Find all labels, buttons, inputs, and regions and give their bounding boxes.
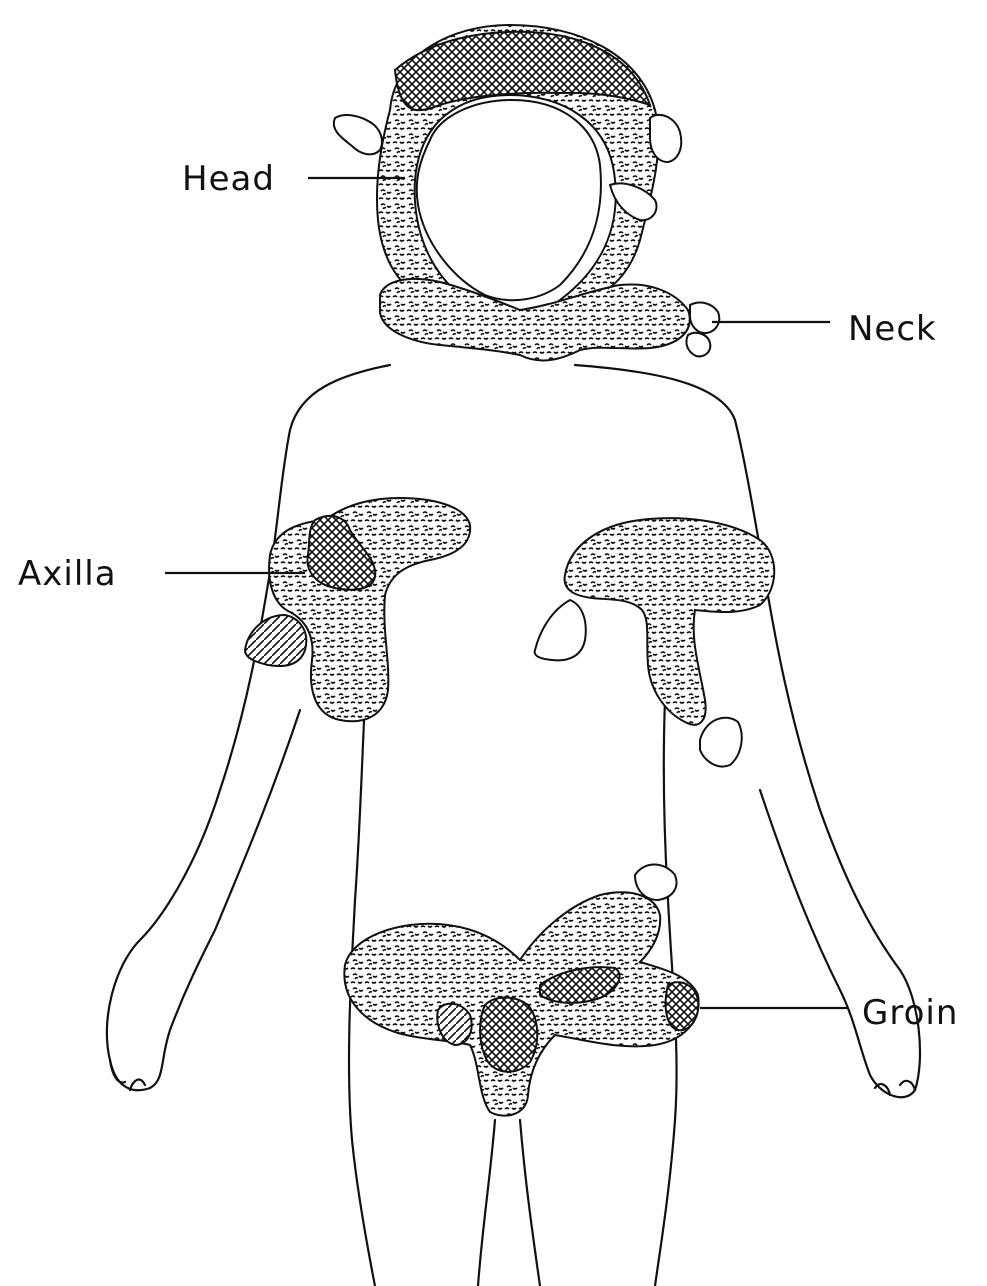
right-axilla-nodes xyxy=(535,518,775,766)
label-neck-group: Neck xyxy=(712,309,937,349)
label-axilla-group: Axilla xyxy=(18,554,305,594)
label-neck: Neck xyxy=(848,309,937,349)
label-head: Head xyxy=(182,159,275,199)
head-nodes xyxy=(334,25,681,300)
label-groin: Groin xyxy=(862,993,958,1033)
label-axilla: Axilla xyxy=(18,554,117,594)
label-groin-group: Groin xyxy=(700,993,958,1033)
left-axilla-nodes xyxy=(245,498,470,721)
groin-nodes xyxy=(344,864,698,1115)
body-outline xyxy=(107,365,920,1286)
label-head-group: Head xyxy=(182,159,405,199)
